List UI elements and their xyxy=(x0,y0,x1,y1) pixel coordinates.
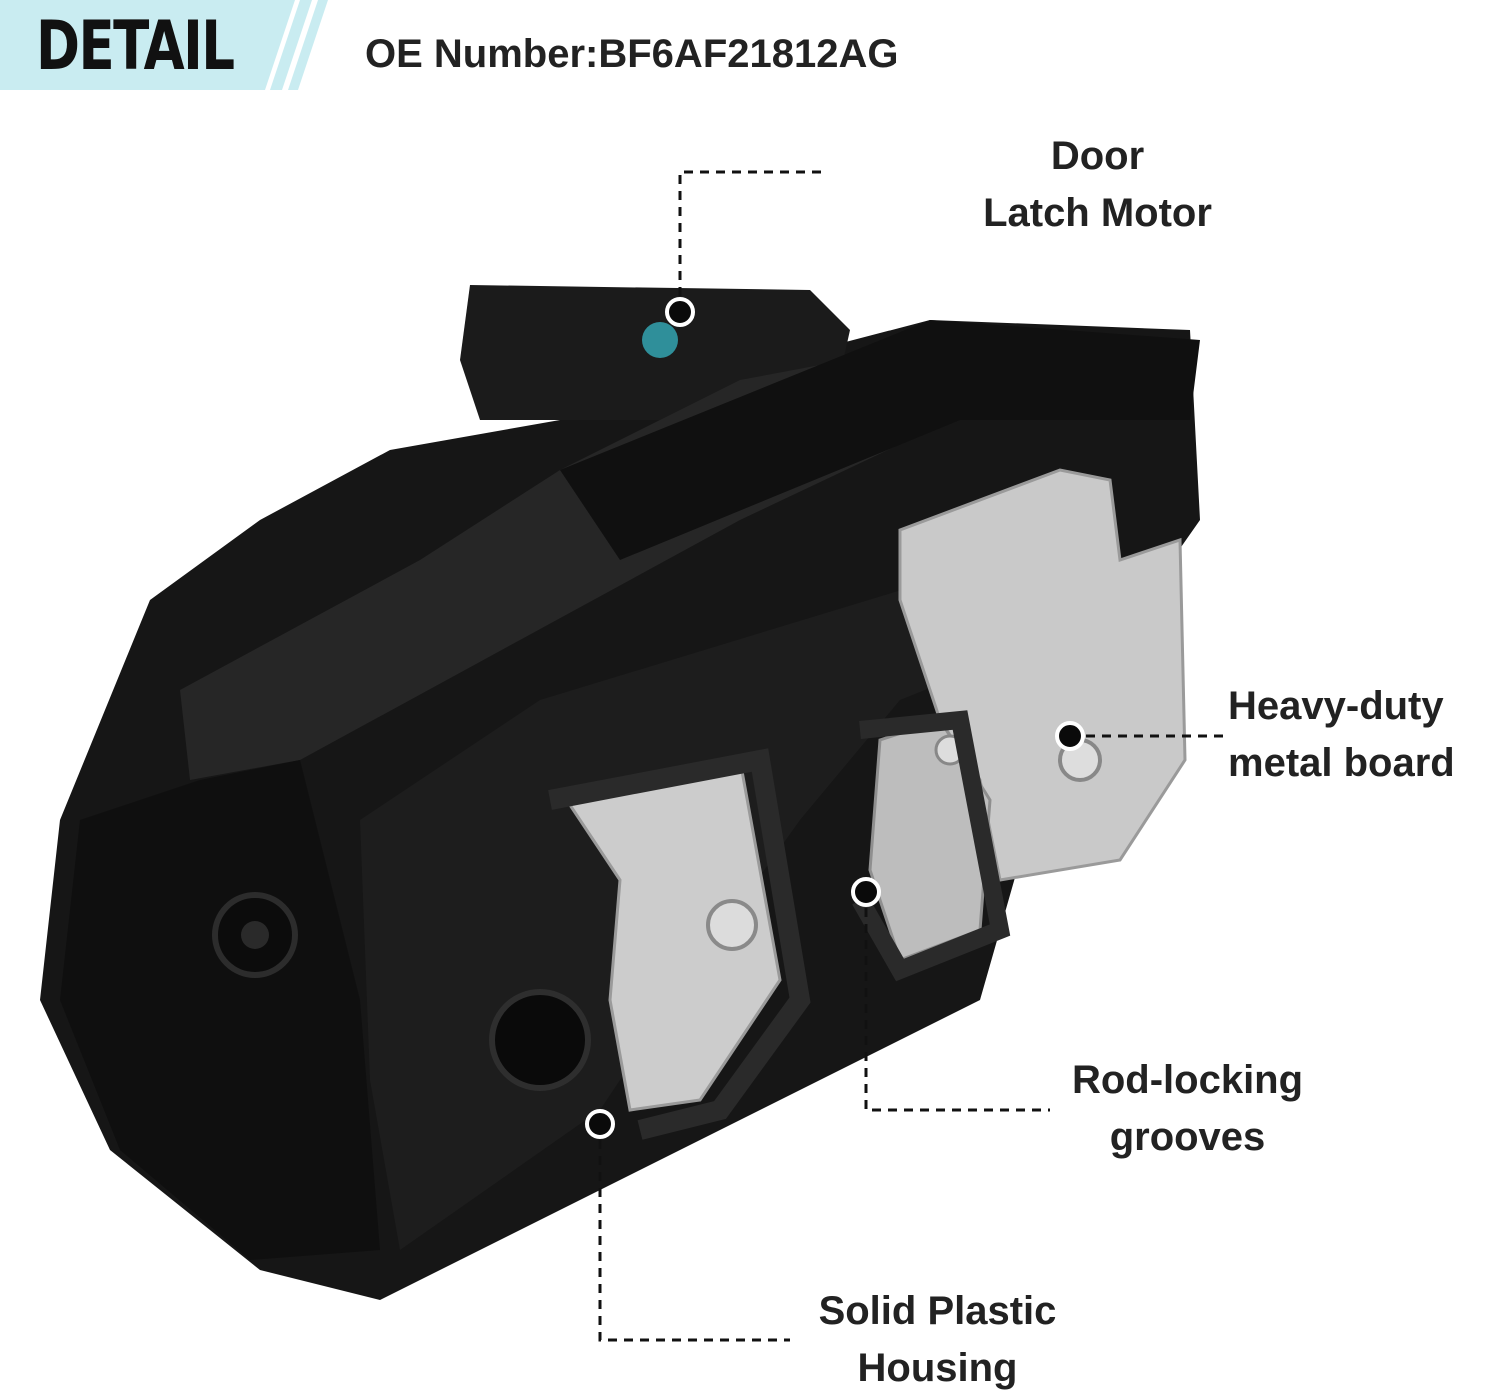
oe-number: OE Number:BF6AF21812AG xyxy=(365,32,899,76)
housing-callout-dot xyxy=(585,1109,615,1139)
metal-board-label: Heavy-duty metal board xyxy=(1228,678,1498,792)
blue-marker-shape xyxy=(642,322,678,358)
rod-grooves-label-line2: grooves xyxy=(1109,1115,1266,1159)
motor-label-line2: Latch Motor xyxy=(983,191,1212,235)
rod-grooves-label-line1: Rod-locking xyxy=(1071,1058,1304,1102)
callout-dots xyxy=(585,297,1085,1139)
metal-board-shape xyxy=(557,468,1187,1112)
callout-lines xyxy=(598,170,1225,1342)
motor-label: Door Latch Motor xyxy=(955,128,1240,242)
motor-callout-dot xyxy=(665,297,695,327)
rod-grooves-callout-dot xyxy=(851,877,881,907)
rod-grooves-label: Rod-locking grooves xyxy=(1045,1052,1330,1166)
housing-label-line1: Solid Plastic xyxy=(818,1289,1057,1333)
header-banner: DETAIL xyxy=(0,0,330,90)
metal-board-callout-dot xyxy=(1055,721,1085,751)
gasket-shape xyxy=(548,748,811,1140)
motor-label-line1: Door xyxy=(1050,134,1145,178)
banner-shape xyxy=(0,0,328,90)
housing-label-line2: Housing xyxy=(857,1346,1018,1390)
metal-board-label-line2: metal board xyxy=(1228,741,1455,785)
detail-heading: DETAIL xyxy=(36,7,235,86)
metal-board-label-line1: Heavy-duty xyxy=(1228,684,1444,728)
housing-label: Solid Plastic Housing xyxy=(790,1283,1085,1397)
